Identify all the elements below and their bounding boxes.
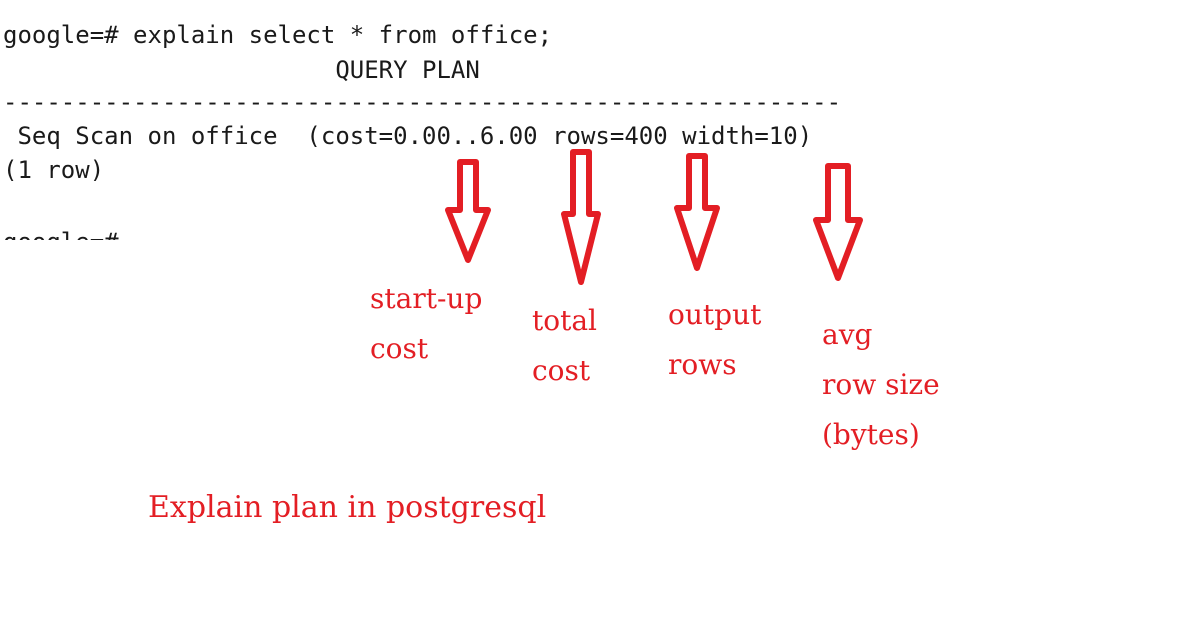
query-plan-divider: ----------------------------------------… <box>3 88 842 116</box>
total-cost-arrow-icon <box>561 148 601 286</box>
avg-row-size-arrow-icon <box>812 162 864 282</box>
total-cost-label: total cost <box>532 304 598 387</box>
output-rows-label: output rows <box>668 298 762 381</box>
row-count-line: (1 row) <box>3 156 105 184</box>
start-up-cost-label: start-up cost <box>370 282 483 365</box>
avg-row-size-label: avg row size (bytes) <box>822 318 940 451</box>
terminal-command-line: google=# explain select * from office; <box>3 21 553 49</box>
terminal-output: google=# explain select * from office; Q… <box>0 0 1200 240</box>
seq-scan-plan-line: Seq Scan on office (cost=0.00..6.00 rows… <box>3 122 813 150</box>
output-rows-arrow-icon <box>674 152 720 272</box>
terminal-prompt-line: google=# <box>3 228 119 240</box>
start-up-cost-arrow-icon <box>445 158 491 264</box>
query-plan-header: QUERY PLAN <box>3 56 480 84</box>
caption-title: Explain plan in postgresql <box>148 490 547 525</box>
